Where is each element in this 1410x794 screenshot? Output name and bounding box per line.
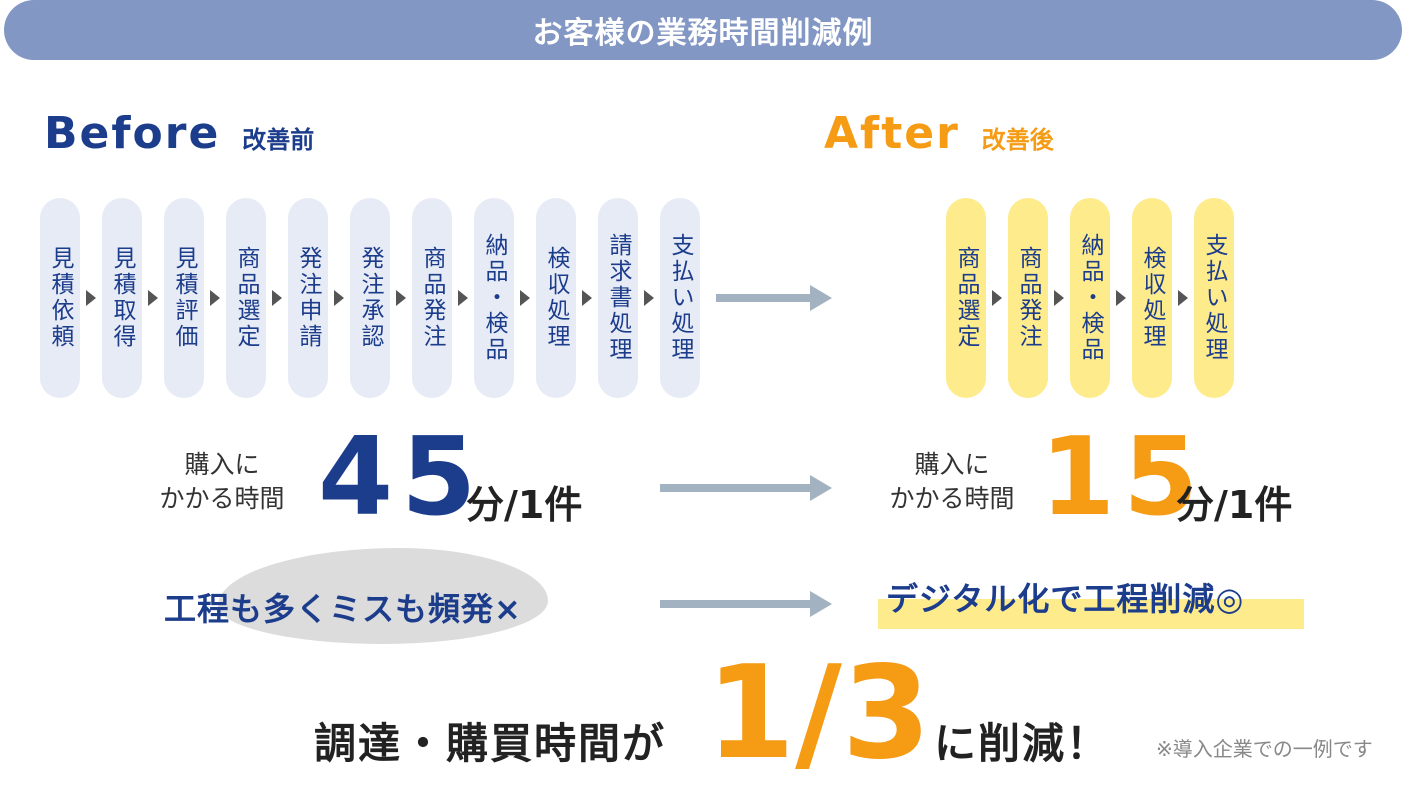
before-label: Before [44,108,221,159]
before-step: 発注申請 [288,198,328,398]
after-time-unit: 分/1件 [1176,483,1293,527]
before-steps: 見積依頼 見積取得 見積評価 商品選定 発注申請 発注承認 商品発注 納品・検品… [40,198,700,398]
right-triangle-icon [458,290,468,306]
after-step: 商品発注 [1008,198,1048,398]
before-sublabel: 改善前 [242,126,315,154]
right-triangle-icon [1178,290,1188,306]
right-triangle-icon [992,290,1002,306]
right-triangle-icon [582,290,592,306]
step-label: 見積評価 [171,246,197,350]
after-steps: 商品選定 商品発注 納品・検品 検収処理 支払い処理 [946,198,1234,398]
right-triangle-icon [520,290,530,306]
right-arrow-icon [660,591,832,617]
before-step: 見積依頼 [40,198,80,398]
before-step: 発注承認 [350,198,390,398]
after-step: 検収処理 [1132,198,1172,398]
right-triangle-icon [1116,290,1126,306]
marker-highlight [878,599,1304,629]
after-step: 支払い処理 [1194,198,1234,398]
before-time-label: 購入に かかる時間 [148,448,296,516]
step-label: 商品選定 [233,246,259,350]
right-triangle-icon [148,290,158,306]
step-label: 支払い処理 [1201,233,1227,363]
right-triangle-icon [1054,290,1064,306]
right-triangle-icon [644,290,654,306]
right-triangle-icon [86,290,96,306]
after-remark: デジタル化で工程削減◎ [886,580,1245,618]
after-step: 商品選定 [946,198,986,398]
right-triangle-icon [272,290,282,306]
gray-blob [218,548,548,644]
before-time-unit: 分/1件 [466,483,583,527]
time-label-line: 購入に [914,450,990,479]
before-step: 納品・検品 [474,198,514,398]
step-label: 納品・検品 [481,233,507,363]
before-step: 請求書処理 [598,198,638,398]
after-sublabel: 改善後 [981,126,1054,154]
step-label: 見積依頼 [47,246,73,350]
right-arrow-icon [660,475,832,501]
right-triangle-icon [210,290,220,306]
right-triangle-icon [396,290,406,306]
before-step: 見積取得 [102,198,142,398]
conclusion-suffix: に削減！ [934,719,1111,768]
before-time-value: 45 [318,415,485,540]
step-label: 発注申請 [295,246,321,350]
step-label: 納品・検品 [1077,233,1103,363]
after-label: After [824,108,960,159]
before-remark: 工程も多くミスも頻発× [164,590,522,628]
step-label: 商品発注 [1015,246,1041,350]
after-heading: After 改善後 [824,108,1054,159]
banner-title: お客様の業務時間削減例 [532,16,874,51]
time-label-line: かかる時間 [889,484,1015,513]
step-label: 見積取得 [109,246,135,350]
step-label: 発注承認 [357,246,383,350]
step-label: 検収処理 [543,246,569,350]
before-heading: Before 改善前 [44,108,314,159]
before-step: 商品発注 [412,198,452,398]
step-label: 商品選定 [953,246,979,350]
right-triangle-icon [334,290,344,306]
step-label: 支払い処理 [667,233,693,363]
section-banner: お客様の業務時間削減例 [4,0,1402,60]
after-time-value: 15 [1040,415,1207,540]
before-step: 支払い処理 [660,198,700,398]
conclusion-prefix: 調達・購買時間が [314,719,667,768]
after-time-label: 購入に かかる時間 [878,448,1026,516]
footnote: ※導入企業での一例です [1156,737,1373,761]
time-label-line: 購入に [184,450,260,479]
step-label: 検収処理 [1139,246,1165,350]
step-label: 商品発注 [419,246,445,350]
time-label-line: かかる時間 [159,484,285,513]
before-step: 見積評価 [164,198,204,398]
after-step: 納品・検品 [1070,198,1110,398]
before-step: 検収処理 [536,198,576,398]
right-arrow-icon [716,285,832,311]
conclusion-fraction: 1/3 [706,639,931,788]
step-label: 請求書処理 [605,233,631,363]
before-step: 商品選定 [226,198,266,398]
